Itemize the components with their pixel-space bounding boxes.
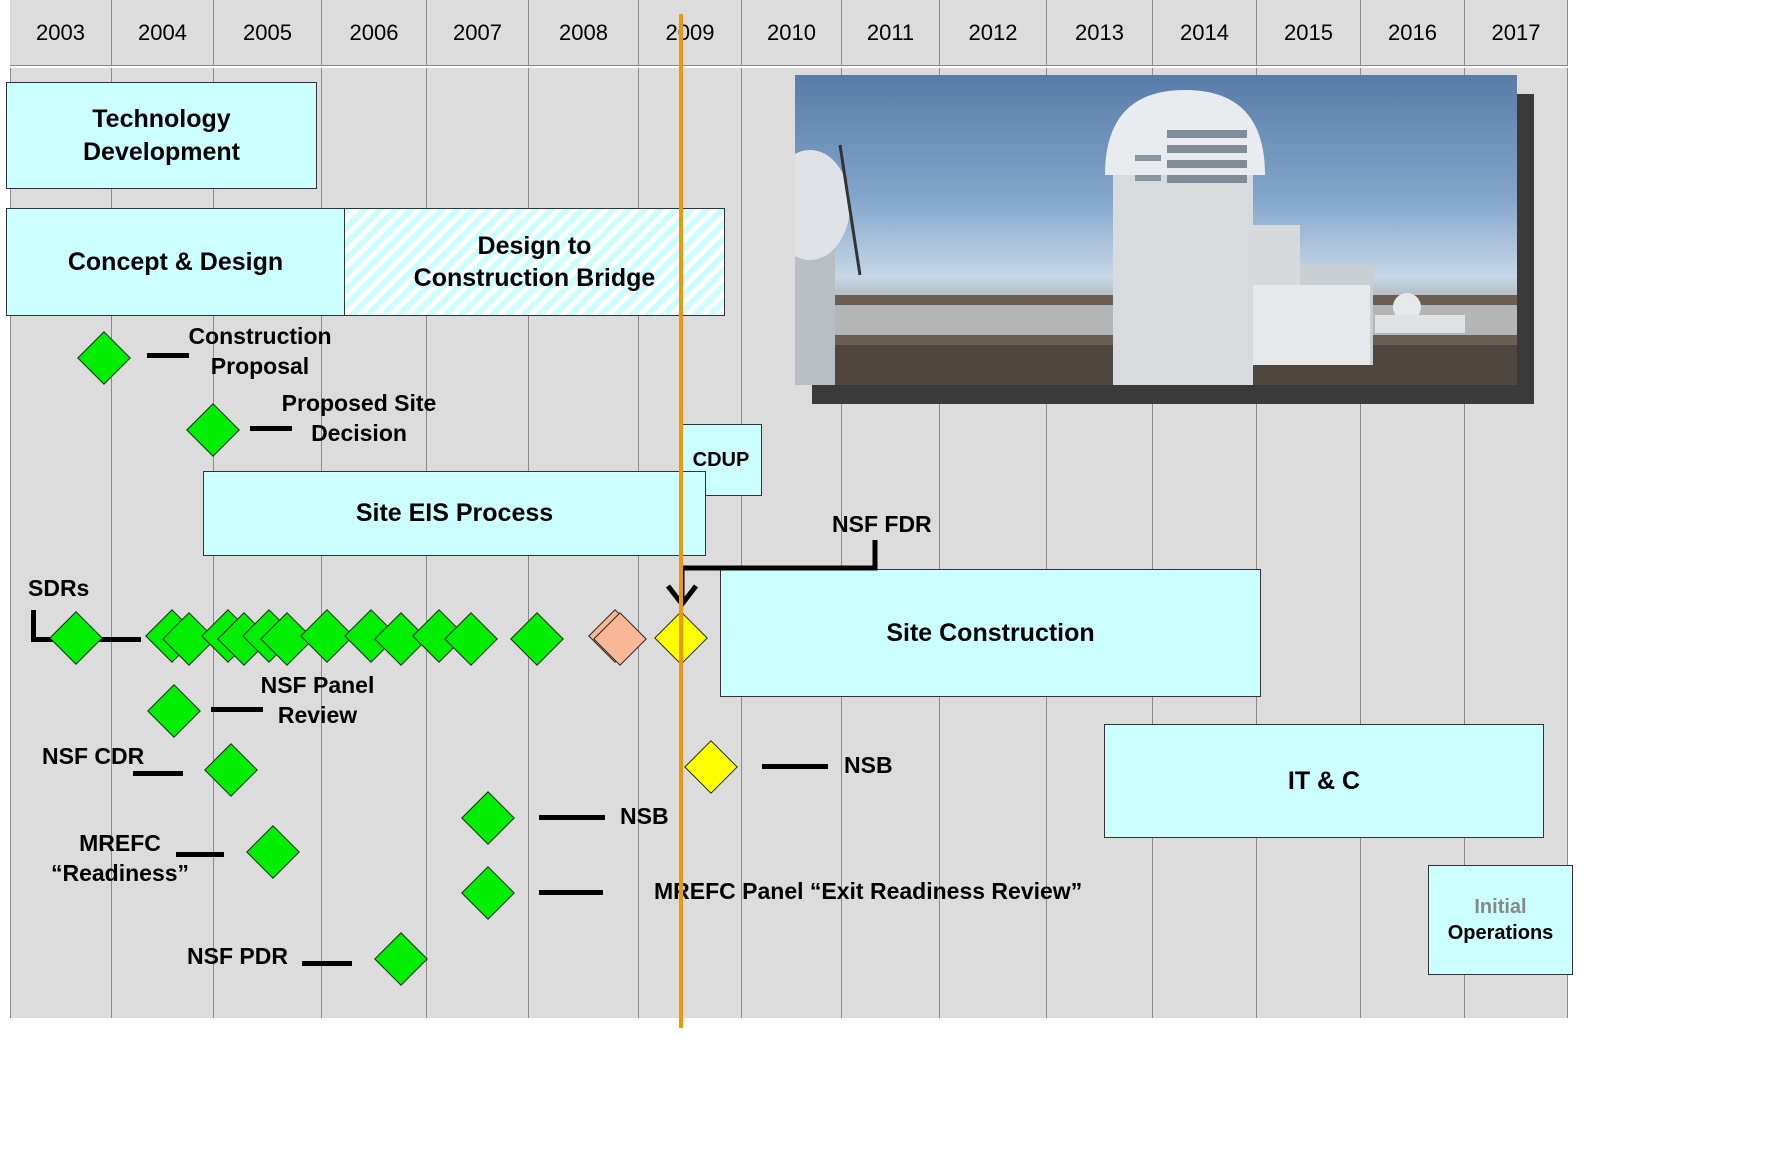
nsb-2009-dash [762, 764, 828, 769]
year-2017: 2017 [1465, 0, 1568, 66]
nsf-pdr-dash [302, 961, 352, 966]
mrefc-readiness-dash [176, 852, 224, 857]
year-2014: 2014 [1153, 0, 1257, 66]
mrefc-exit-review-dash [539, 890, 603, 895]
nsb-2007-dash [539, 815, 605, 820]
year-2016: 2016 [1361, 0, 1465, 66]
year-2015: 2015 [1257, 0, 1361, 66]
construction-proposal-label: Construction Proposal [180, 322, 340, 382]
initial-operations-line2: Operations [1448, 920, 1554, 946]
telescope-observatory-photo [795, 75, 1517, 385]
nsf-pdr-label: NSF PDR [187, 942, 288, 972]
year-2013: 2013 [1047, 0, 1153, 66]
nsf-cdr-label: NSF CDR [42, 742, 144, 772]
initial-operations-bar: Initial Operations [1428, 865, 1573, 975]
technology-development-bar: Technology Development [6, 82, 317, 189]
proposed-site-decision-label: Proposed Site Decision [279, 389, 439, 449]
nsb-2007-label: NSB [620, 802, 669, 832]
year-2006: 2006 [322, 0, 427, 66]
timeline-chart: 2003 2004 2005 2006 2007 2008 2009 2010 … [0, 0, 1568, 1028]
year-2005: 2005 [214, 0, 322, 66]
design-bridge-bar: Design to Construction Bridge [345, 208, 725, 316]
nsb-2009-label: NSB [844, 751, 893, 781]
year-2012: 2012 [940, 0, 1047, 66]
mrefc-exit-review-label: MREFC Panel “Exit Readiness Review” [654, 877, 1082, 907]
concept-design-bar: Concept & Design [6, 208, 345, 316]
initial-operations-line1: Initial [1474, 894, 1526, 920]
sdrs-label: SDRs [28, 574, 89, 604]
year-2011: 2011 [842, 0, 940, 66]
year-2010: 2010 [742, 0, 842, 66]
year-2008: 2008 [529, 0, 639, 66]
year-2007: 2007 [427, 0, 529, 66]
site-eis-bar: Site EIS Process [203, 471, 706, 556]
nsf-panel-review-label: NSF Panel Review [240, 671, 395, 731]
year-2009: 2009 [639, 0, 742, 66]
it-c-bar: IT & C [1104, 724, 1544, 838]
nsf-fdr-label: NSF FDR [832, 510, 932, 540]
nsf-fdr-arrow-icon [660, 540, 890, 612]
year-2003: 2003 [10, 0, 112, 66]
year-2004: 2004 [112, 0, 214, 66]
nsf-cdr-dash [133, 771, 183, 776]
observatory-illustration [795, 75, 1517, 385]
mrefc-readiness-label: MREFC “Readiness” [50, 829, 190, 889]
current-date-line [679, 14, 683, 1028]
